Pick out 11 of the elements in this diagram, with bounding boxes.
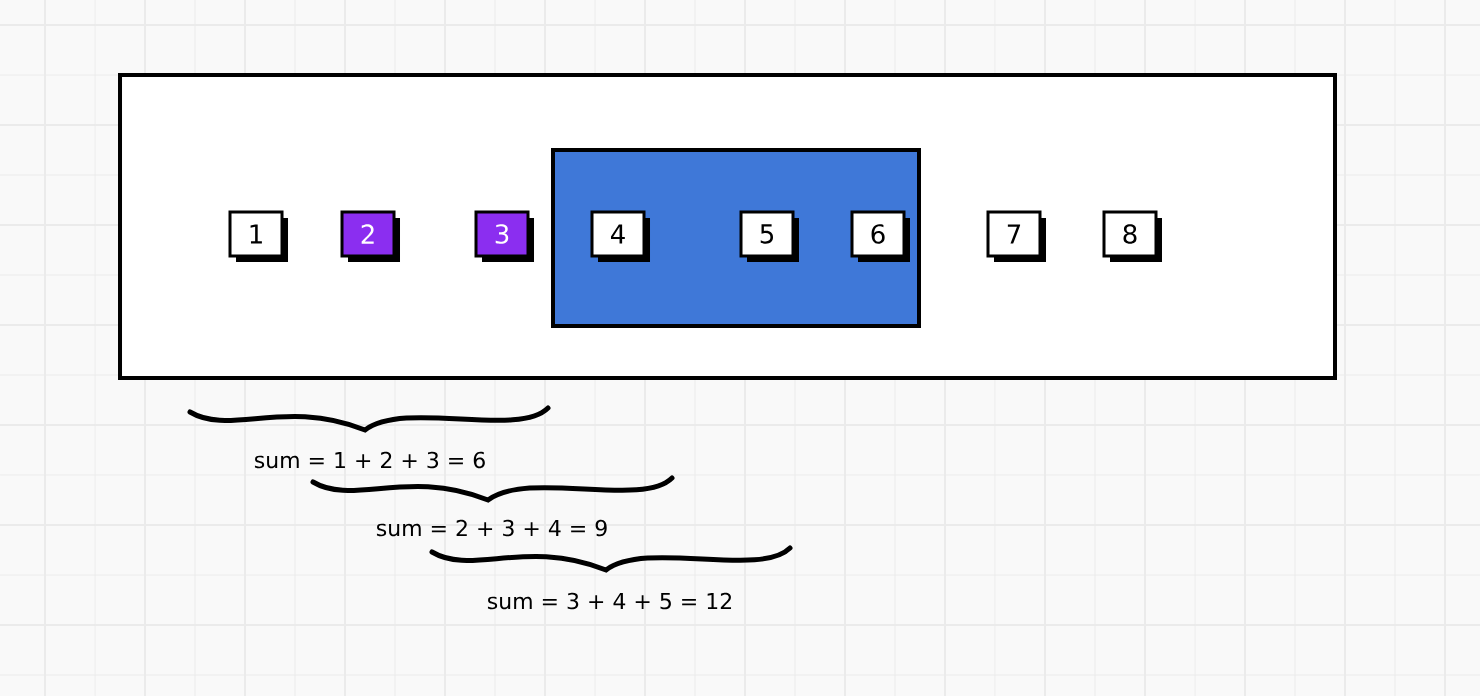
- highlighted-cell: 2: [340, 210, 400, 262]
- sum-label: sum = 1 + 2 + 3 = 6: [254, 451, 485, 469]
- array-cell: 4: [590, 210, 650, 262]
- sum-label: sum = 3 + 4 + 5 = 12: [487, 592, 731, 610]
- array-cell: 6: [850, 210, 910, 262]
- sum-label: sum = 2 + 3 + 4 = 9: [376, 519, 607, 537]
- array-cell: 1: [228, 210, 288, 262]
- array-cell: 8: [1102, 210, 1162, 262]
- highlighted-cell: 3: [474, 210, 534, 262]
- array-cell: 5: [739, 210, 799, 262]
- array-cell: 7: [986, 210, 1046, 262]
